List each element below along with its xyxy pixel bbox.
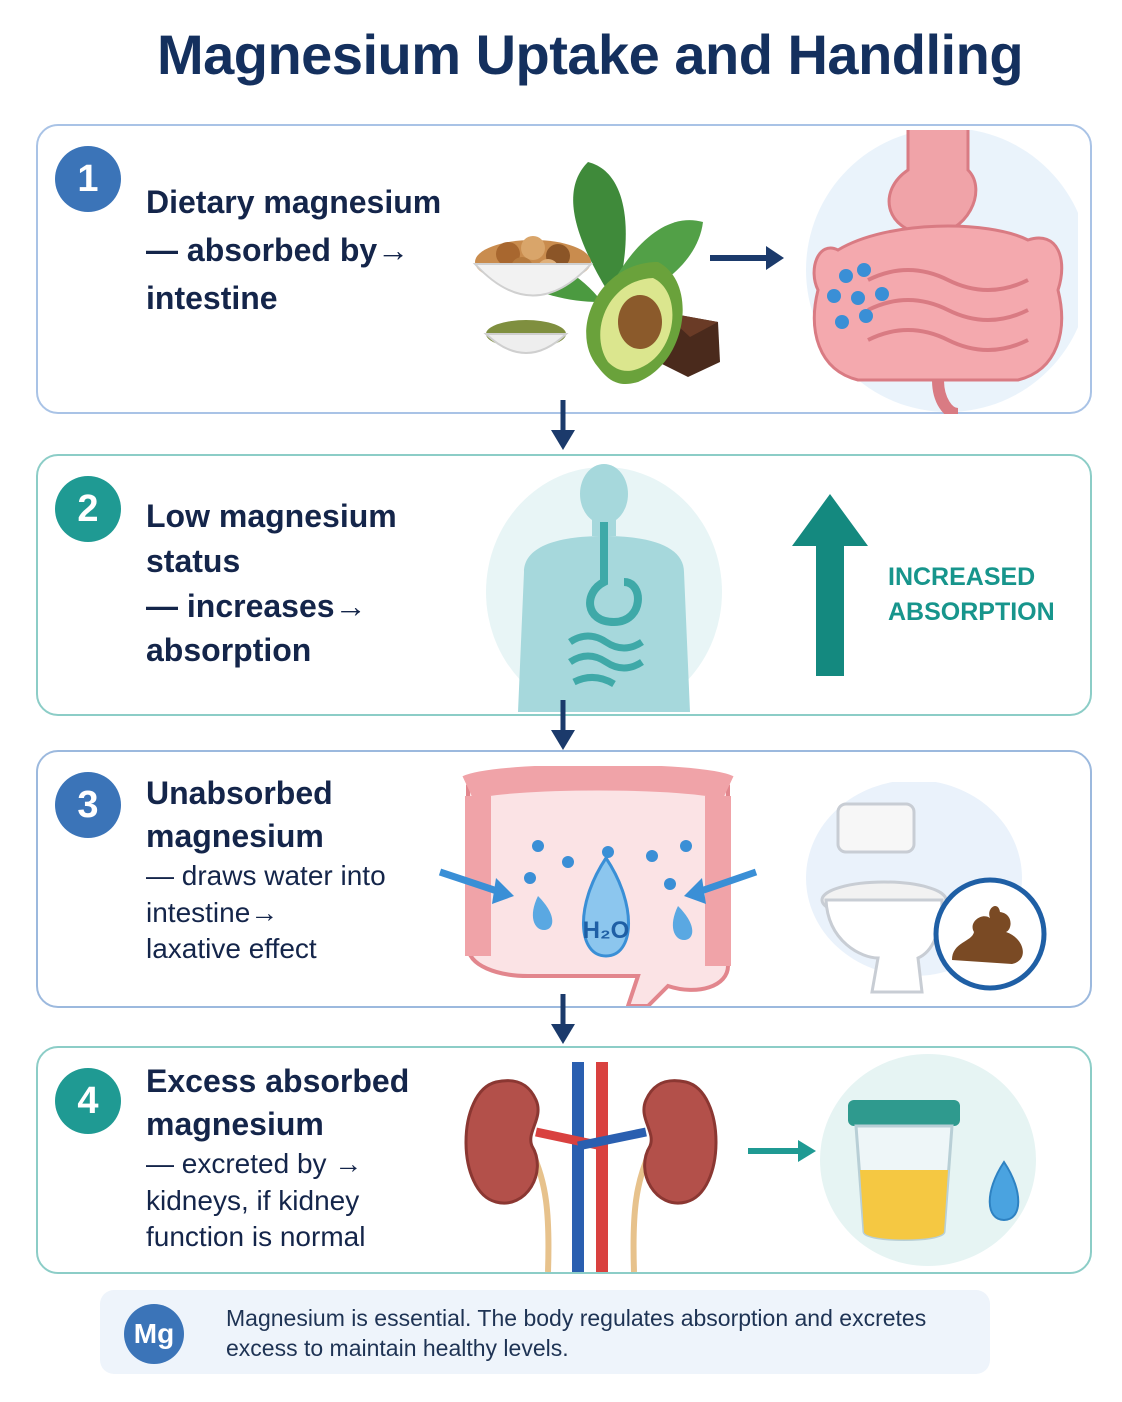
absorption-arrow-icon xyxy=(710,246,784,270)
step-3-sub-2: intestine→ xyxy=(146,896,279,928)
page-title: Magnesium Uptake and Handling xyxy=(156,23,1024,86)
food-sources-icon xyxy=(472,162,720,385)
arrow-down-icon xyxy=(551,400,575,450)
water-label: H₂O xyxy=(583,917,630,944)
step-1-line-2: — absorbed by→ xyxy=(146,232,410,268)
toilet-stool-icon xyxy=(806,782,1047,994)
step-4-sub-1: — excreted by → xyxy=(146,1148,363,1180)
excretion-arrow-icon xyxy=(748,1140,816,1162)
increased-label-line-1: INCREASED xyxy=(888,563,1036,591)
step-3-line-2: magnesium xyxy=(146,818,324,855)
step-3-line-1: Unabsorbed xyxy=(146,775,333,811)
step-2-badge: 2 xyxy=(55,476,121,542)
step-2-line-3: — increases→ xyxy=(146,587,367,624)
step-4-text: Excess absorbed magnesium — excreted by … xyxy=(146,1060,409,1256)
intestine-icon xyxy=(806,130,1078,414)
step-4-line-2: magnesium xyxy=(146,1106,324,1143)
step-3-badge: 3 xyxy=(55,772,121,838)
step-4-card: 4 Excess absorbed magnesium — excreted b… xyxy=(36,1046,1092,1274)
kidneys-icon xyxy=(464,1062,718,1272)
step-4-sub-2: kidneys, if kidney xyxy=(146,1184,360,1216)
mg-badge: Mg xyxy=(124,1304,184,1364)
step-1-badge: 1 xyxy=(55,146,121,212)
step-2-text: Low magnesium status — increases→ absorp… xyxy=(146,494,397,673)
step-3-text: Unabsorbed magnesium — draws water into … xyxy=(146,772,386,968)
increased-absorption-label: INCREASED ABSORPTION xyxy=(888,560,1055,630)
step-1-text: Dietary magnesium — absorbed by→ intesti… xyxy=(146,178,441,322)
footer-note: Mg Magnesium is essential. The body regu… xyxy=(100,1290,990,1374)
step-4-badge: 4 xyxy=(55,1068,121,1134)
step-3-card: 3 Unabsorbed magnesium — draws water int… xyxy=(36,750,1092,1008)
body-digestive-icon xyxy=(486,464,722,712)
step-3-sub-1: — draws water into xyxy=(146,860,386,892)
step-2-line-2: status xyxy=(146,542,241,579)
step-1-line-3: intestine xyxy=(146,280,278,316)
increase-arrow-icon xyxy=(792,494,868,676)
step-4-line-1: Excess absorbed xyxy=(146,1063,410,1099)
step-1-line-1: Dietary magnesium xyxy=(146,184,442,220)
step-1-card: 1 Dietary magnesium — absorbed by→ intes… xyxy=(36,124,1092,414)
increased-label-line-2: ABSORPTION xyxy=(888,598,1055,626)
arrow-down-icon xyxy=(551,700,575,750)
colon-water-icon: H₂O xyxy=(438,766,758,1006)
arrow-down-icon xyxy=(551,994,575,1044)
step-2-line-4: absorption xyxy=(146,632,312,669)
step-2-line-1: Low magnesium xyxy=(146,498,397,534)
step-4-sub-3: function is normal xyxy=(146,1221,366,1253)
step-3-sub-3: laxative effect xyxy=(146,933,317,965)
footer-text: Magnesium is essential. The body regulat… xyxy=(226,1305,927,1361)
urine-sample-icon xyxy=(820,1054,1036,1266)
